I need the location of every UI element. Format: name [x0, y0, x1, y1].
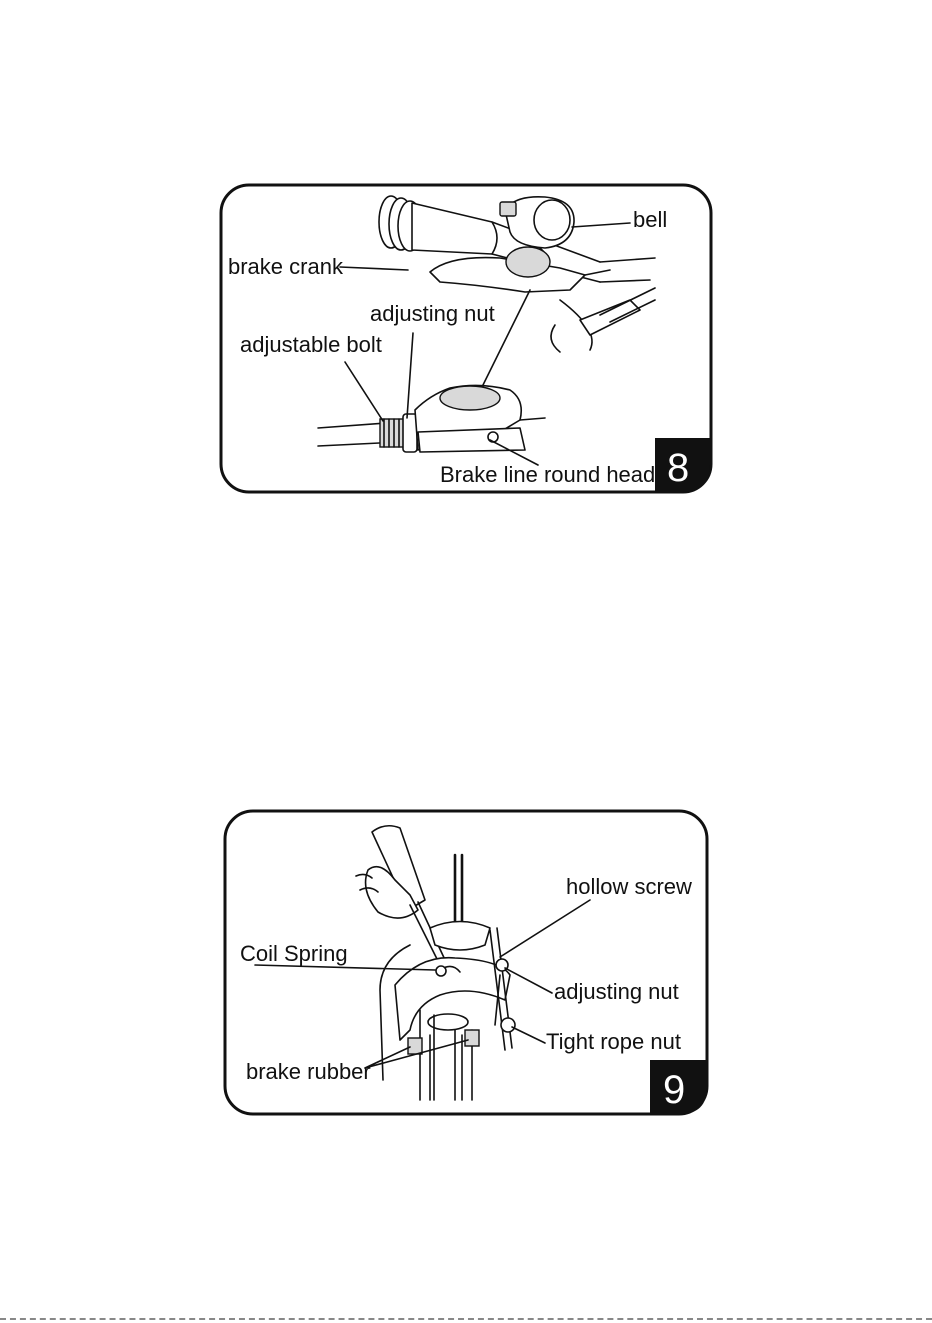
- page-bottom-border: [0, 1318, 932, 1320]
- figure-9-panel: hollow screw Coil Spring adjusting nut T…: [225, 811, 707, 1114]
- figure-8-number: 8: [667, 446, 689, 490]
- label-tight-rope-nut: Tight rope nut: [546, 1029, 681, 1054]
- label-adjusting-nut: adjusting nut: [370, 301, 495, 326]
- label-adjustable-bolt: adjustable bolt: [240, 332, 382, 357]
- label-coil-spring: Coil Spring: [240, 941, 348, 966]
- label-bell: bell: [633, 207, 667, 232]
- label-adjusting-nut-2: adjusting nut: [554, 979, 679, 1004]
- label-brake-crank: brake crank: [228, 254, 344, 279]
- figure-8-panel: bell brake crank adjusting nut adjustabl…: [221, 185, 711, 492]
- figure-9-number: 9: [663, 1068, 685, 1112]
- label-hollow-screw: hollow screw: [566, 874, 692, 899]
- label-brake-line-round-head: Brake line round head: [440, 462, 655, 487]
- label-brake-rubber: brake rubber: [246, 1059, 371, 1084]
